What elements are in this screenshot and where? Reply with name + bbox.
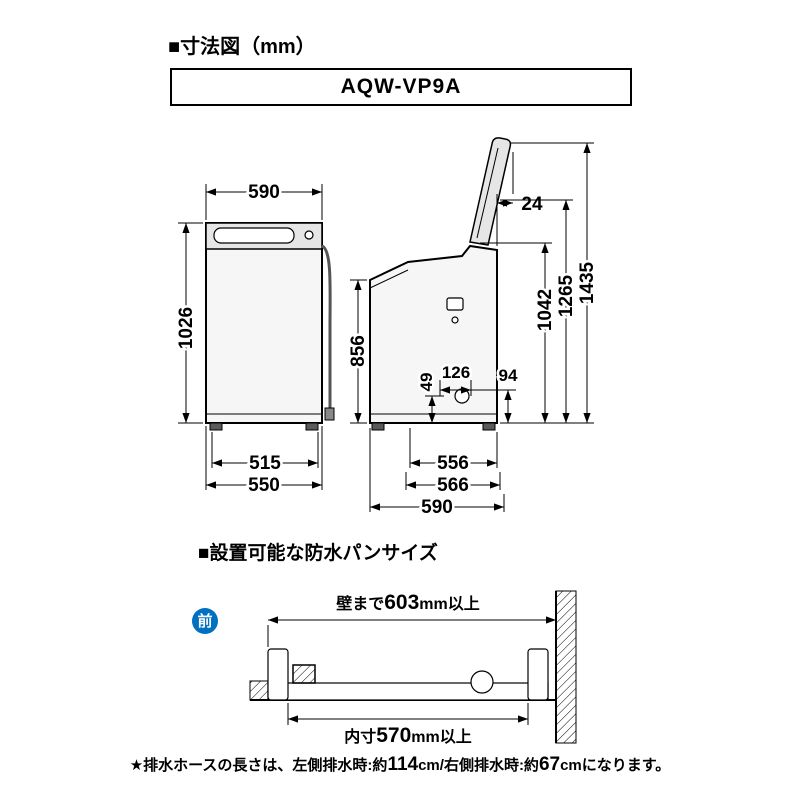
drain-hose (321, 244, 332, 410)
dim-text-1435: 1435 (577, 261, 598, 304)
wall-clearance-value: 603 (384, 591, 419, 614)
footnote-right-value: 67 (538, 754, 561, 775)
dim-front-top-width: 590 (205, 180, 323, 220)
dim-text-566: 566 (437, 475, 469, 496)
dim-text-590-front: 590 (248, 182, 280, 203)
wall-clearance-label: 壁まで603mm以上 (336, 591, 480, 614)
dim-pan-inner-width: 内寸570mm以上 (287, 703, 529, 747)
footnote-middle: cm/右側排水時:約 (418, 757, 539, 774)
footnote-suffix: cmになります。 (560, 757, 671, 774)
side-front-foot (371, 422, 385, 431)
footnote-left-value: 114 (387, 754, 419, 775)
dim-depth-556: 556 (409, 428, 498, 477)
pan-right-lip (527, 648, 549, 701)
pan-floor (267, 682, 549, 701)
dim-drain-126: 126 (439, 361, 473, 396)
pan-drain-hole (470, 670, 494, 694)
side-back-foot (482, 422, 496, 431)
pan-inner-value: 570 (376, 724, 411, 747)
dim-text-856: 856 (348, 335, 369, 367)
dim-front-base-width: 550 (205, 426, 323, 499)
footnote-prefix: ★排水ホースの長さは、左側排水時:約 (129, 757, 388, 774)
model-name: AQW-VP9A (340, 75, 462, 98)
drain-hose-end (324, 407, 335, 421)
wall-clearance-prefix: 壁まで (336, 594, 384, 613)
front-power-button (304, 230, 314, 240)
dim-height-1042: 1042 (480, 242, 559, 423)
wall-hatch (555, 590, 577, 744)
dim-text-556: 556 (437, 453, 469, 474)
dim-drain-49: 49 (415, 370, 444, 423)
dim-text-94: 94 (499, 366, 518, 385)
dim-depth-590: 590 (369, 428, 505, 521)
dim-text-24: 24 (521, 194, 543, 215)
side-panel-edge (369, 269, 409, 289)
side-body (369, 244, 498, 424)
front-badge: 前 (192, 608, 218, 634)
front-body (205, 222, 323, 424)
washer-front-view (205, 222, 335, 431)
side-display (446, 297, 464, 311)
washer-side-view (369, 137, 512, 431)
front-left-foot (209, 422, 223, 431)
pan-inner-prefix: 内寸 (344, 727, 376, 746)
dim-wall-clearance: 壁まで603mm以上 (267, 591, 556, 647)
front-badge-circle (192, 608, 218, 634)
dim-front-feet-span: 515 (211, 432, 319, 477)
side-button (451, 316, 459, 324)
dimension-diagram: 590 1026 515 550 (174, 137, 601, 521)
dim-text-590-side: 590 (421, 497, 453, 518)
dim-depth-566: 566 (405, 472, 501, 499)
dim-lid-overhang: 24 (496, 152, 545, 246)
front-badge-label: 前 (197, 612, 212, 630)
waterproof-pan (267, 648, 549, 701)
dim-side-body-height: 856 (346, 279, 372, 424)
dim-text-1026: 1026 (176, 307, 197, 349)
dim-drain-94: 94 (470, 364, 520, 423)
dim-text-126: 126 (442, 363, 470, 382)
footnote: ★排水ホースの長さは、左側排水時:約114cm/右側排水時:約67cmになります… (0, 754, 800, 776)
model-box: AQW-VP9A (170, 68, 632, 106)
pan-inner-label: 内寸570mm以上 (344, 724, 472, 747)
wall-clearance-suffix: mm以上 (419, 595, 479, 613)
pan-diagram: 前 壁まで603mm以上 (192, 590, 577, 747)
pan-left-lip (267, 648, 289, 701)
side-lid-inner-line (476, 147, 499, 239)
wall (555, 590, 577, 744)
dim-height-1265: 1265 (500, 199, 580, 423)
dim-text-550: 550 (248, 475, 280, 496)
front-lid (213, 227, 295, 244)
dim-height-1435: 1435 (500, 142, 601, 424)
pan-section-title: ■設置可能な防水パンサイズ (198, 543, 438, 564)
pan-inner-suffix: mm以上 (411, 728, 471, 746)
side-open-lid (469, 137, 512, 246)
page-title: ■寸法図（mm） (168, 36, 316, 58)
dim-text-1265: 1265 (556, 274, 577, 317)
dim-text-1042: 1042 (535, 289, 556, 331)
dim-text-49: 49 (417, 373, 436, 392)
side-drain-outlet (454, 388, 470, 404)
dim-text-515: 515 (249, 453, 281, 474)
dim-front-height: 1026 (174, 222, 203, 424)
front-right-foot (305, 422, 319, 431)
washer-foot-in-pan (292, 664, 316, 684)
